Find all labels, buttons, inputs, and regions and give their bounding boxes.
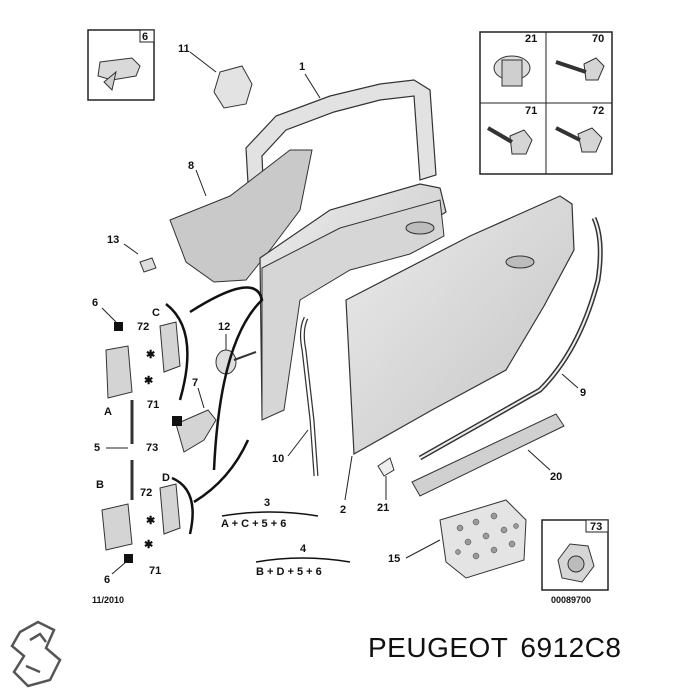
lower-hinge-assembly: B D 72 ✱ ✱ 71 6 bbox=[96, 472, 181, 586]
callout-6-upper: 6 bbox=[92, 297, 98, 309]
cross-mark-upper-2: ✱ bbox=[144, 375, 153, 387]
callout-73: 73 bbox=[146, 442, 158, 454]
callout-D: D bbox=[162, 472, 170, 484]
callout-4: 4 bbox=[300, 543, 307, 555]
part-10-seal: 10 bbox=[272, 316, 319, 477]
inset-box-fasteners: 21 70 71 72 bbox=[479, 31, 613, 175]
formula-3: 3 A + C + 5 + 6 bbox=[221, 497, 319, 530]
part-11-plug: 11 bbox=[178, 43, 253, 109]
callout-20: 20 bbox=[550, 471, 562, 483]
callout-13: 13 bbox=[107, 234, 119, 246]
black-square-marker bbox=[114, 322, 123, 331]
date-code: 11/2010 bbox=[92, 595, 124, 605]
part-15-clip-kit: 15 bbox=[388, 499, 527, 579]
callout-3: 3 bbox=[264, 497, 270, 509]
callout-2: 2 bbox=[340, 504, 346, 516]
cross-mark-lower: ✱ bbox=[146, 515, 155, 527]
black-square-marker-lower bbox=[124, 554, 133, 563]
callout-72-lower: 72 bbox=[140, 487, 152, 499]
callout-72-upper: 72 bbox=[137, 321, 149, 333]
callout-15: 15 bbox=[388, 553, 400, 565]
callout-9: 9 bbox=[580, 387, 586, 399]
callout-A: A bbox=[104, 406, 112, 418]
assembly-brackets bbox=[165, 286, 264, 535]
inset-box-73: 73 bbox=[541, 519, 609, 591]
upper-hinge-assembly: 6 C 72 ✱ ✱ 71 A bbox=[92, 297, 181, 418]
formula-4-text: B + D + 5 + 6 bbox=[256, 566, 322, 578]
part-number: 6912C8 bbox=[520, 632, 622, 663]
cross-mark-lower-2: ✱ bbox=[144, 539, 153, 551]
callout-21: 21 bbox=[377, 502, 389, 514]
callout-C: C bbox=[152, 307, 160, 319]
formula-3-text: A + C + 5 + 6 bbox=[221, 518, 286, 530]
callout-6-inset: 6 bbox=[142, 31, 148, 43]
callout-6-lower: 6 bbox=[104, 574, 110, 586]
brand-name: PEUGEOT bbox=[368, 632, 509, 663]
diagram-number: 00089700 bbox=[551, 595, 591, 605]
callout-70: 70 bbox=[592, 33, 604, 45]
door-outer-panel bbox=[259, 183, 447, 421]
part-13: 13 bbox=[107, 234, 157, 273]
callout-1: 1 bbox=[299, 61, 305, 73]
callout-11: 11 bbox=[178, 43, 190, 55]
callout-71-upper: 71 bbox=[147, 399, 159, 411]
part-9-weatherstrip: 9 bbox=[418, 216, 603, 461]
callout-5: 5 bbox=[94, 442, 100, 454]
part-21-clip: 21 bbox=[377, 457, 395, 514]
callout-73-inset: 73 bbox=[590, 521, 602, 533]
callout-21-inset: 21 bbox=[525, 33, 537, 45]
callout-12: 12 bbox=[218, 321, 230, 333]
callout-B: B bbox=[96, 479, 104, 491]
part-2-door-skin: 2 bbox=[340, 195, 575, 516]
formula-4: 4 B + D + 5 + 6 bbox=[255, 543, 351, 578]
callout-72-inset: 72 bbox=[592, 105, 604, 117]
callout-8: 8 bbox=[188, 160, 194, 172]
part-8-inner-panel: 8 bbox=[169, 149, 313, 283]
peugeot-lion-logo bbox=[10, 620, 62, 688]
callout-71-inset: 71 bbox=[525, 105, 537, 117]
callout-71-lower: 71 bbox=[149, 565, 161, 577]
part-12: 12 bbox=[215, 321, 257, 375]
callout-10: 10 bbox=[272, 453, 284, 465]
part-5-hinge-pin: 5 bbox=[94, 400, 134, 500]
brand-label: PEUGEOT 6912C8 bbox=[368, 632, 634, 664]
black-square-strap bbox=[172, 416, 182, 426]
part-7-check-strap: 7 73 bbox=[146, 377, 217, 454]
cross-mark-upper: ✱ bbox=[146, 349, 155, 361]
callout-7: 7 bbox=[192, 377, 198, 389]
inset-box-6: 6 bbox=[87, 29, 155, 101]
part-20-molding: 20 bbox=[411, 413, 565, 497]
